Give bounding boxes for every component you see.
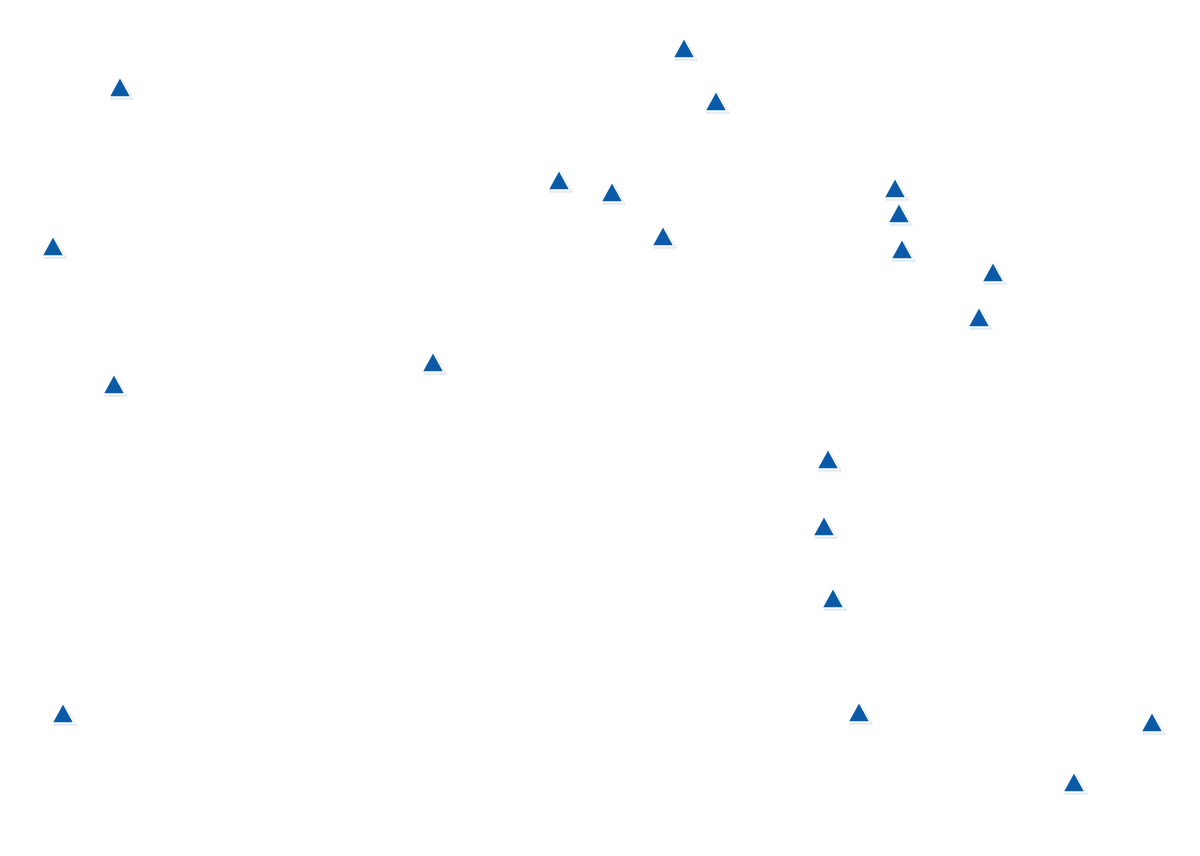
triangle-marker-icon [651, 225, 675, 247]
triangle-marker-icon [890, 238, 914, 260]
map-marker[interactable] [847, 701, 873, 725]
map-marker[interactable] [51, 702, 77, 726]
map-marker[interactable] [887, 202, 913, 226]
map-marker[interactable] [672, 37, 698, 61]
map-marker[interactable] [421, 351, 447, 375]
map-marker[interactable] [890, 238, 916, 262]
map-marker[interactable] [967, 306, 993, 330]
triangle-marker-icon [600, 181, 624, 203]
triangle-marker-icon [883, 177, 907, 199]
map-marker[interactable] [812, 515, 838, 539]
map-marker[interactable] [816, 448, 842, 472]
map-marker[interactable] [547, 169, 573, 193]
triangle-marker-icon [102, 373, 126, 395]
triangle-marker-icon [672, 37, 696, 59]
map-marker[interactable] [41, 235, 67, 259]
map-marker[interactable] [1062, 771, 1088, 795]
triangle-marker-icon [1062, 771, 1086, 793]
map-marker[interactable] [981, 261, 1007, 285]
triangle-marker-icon [1140, 711, 1164, 733]
map-marker[interactable] [651, 225, 677, 249]
triangle-marker-icon [51, 702, 75, 724]
triangle-marker-icon [967, 306, 991, 328]
map-marker[interactable] [102, 373, 128, 397]
map-marker[interactable] [883, 177, 909, 201]
map-marker[interactable] [600, 181, 626, 205]
triangle-marker-icon [704, 90, 728, 112]
triangle-marker-icon [847, 701, 871, 723]
triangle-marker-icon [812, 515, 836, 537]
triangle-marker-icon [108, 76, 132, 98]
triangle-marker-icon [41, 235, 65, 257]
triangle-marker-icon [981, 261, 1005, 283]
map-marker[interactable] [704, 90, 730, 114]
triangle-marker-icon [421, 351, 445, 373]
map-marker[interactable] [821, 587, 847, 611]
map-marker[interactable] [108, 76, 134, 100]
triangle-marker-icon [547, 169, 571, 191]
triangle-marker-icon [821, 587, 845, 609]
triangle-marker-icon [887, 202, 911, 224]
map-marker[interactable] [1140, 711, 1166, 735]
triangle-marker-icon [816, 448, 840, 470]
